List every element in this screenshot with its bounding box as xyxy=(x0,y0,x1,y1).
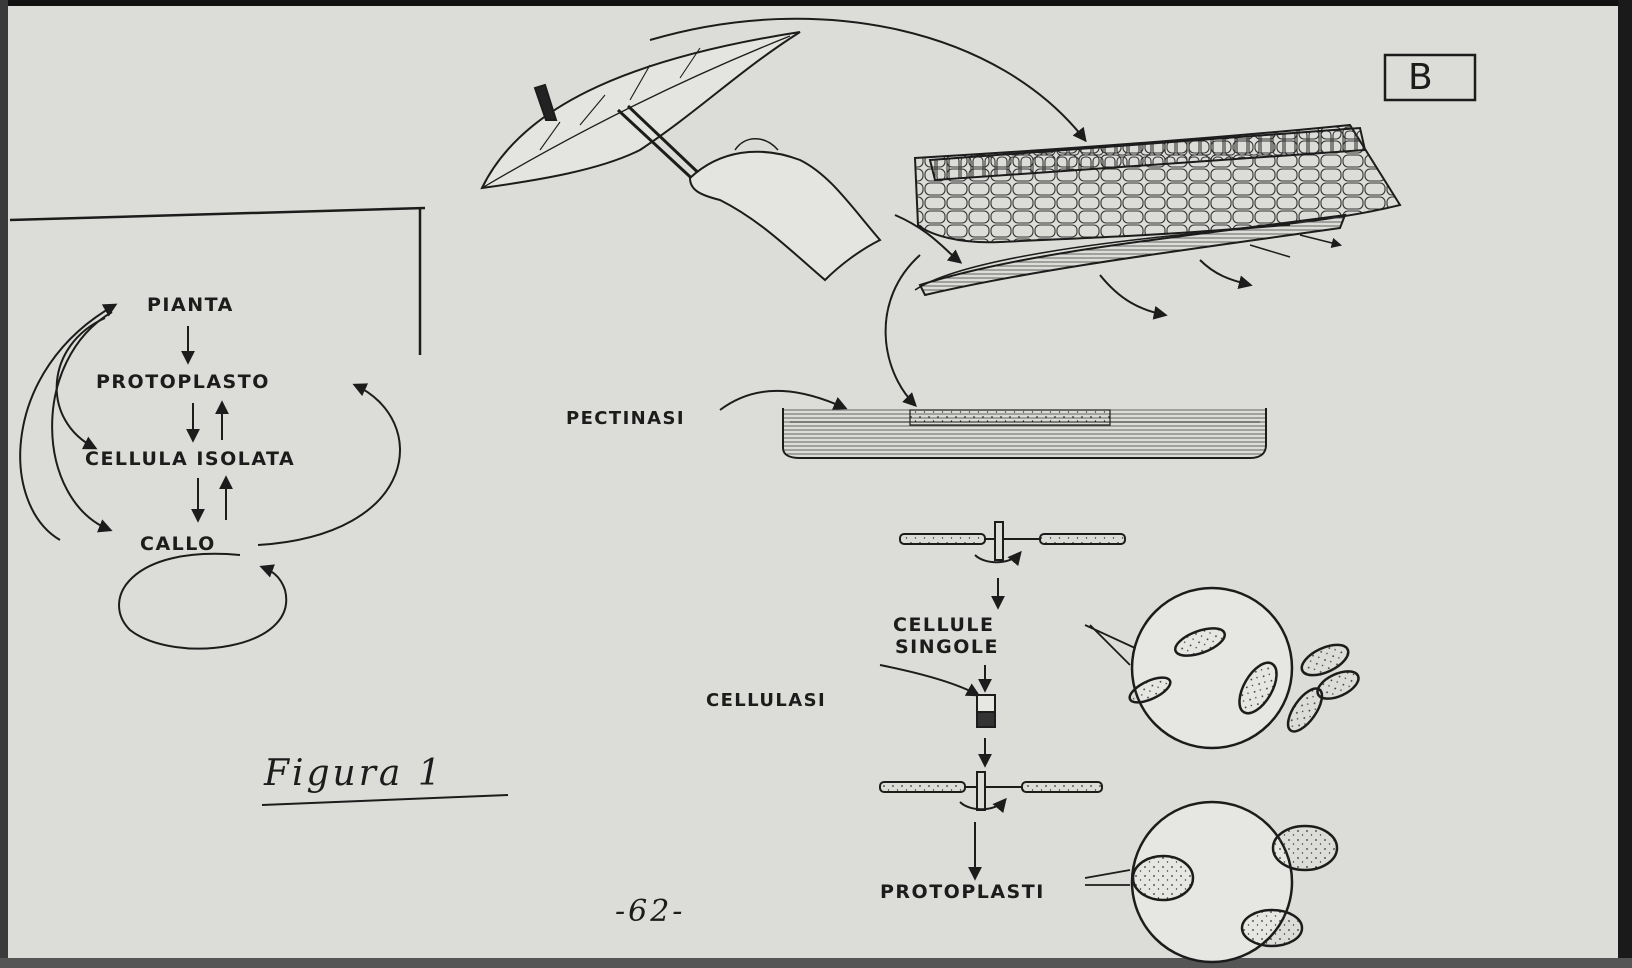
petri-dish xyxy=(783,408,1266,458)
test-tube xyxy=(977,695,995,727)
label-singole: SINGOLE xyxy=(895,638,999,657)
figure-caption: Figura 1 xyxy=(264,756,444,792)
label-protoplasti: PROTOPLASTI xyxy=(880,883,1045,902)
label-pianta: PIANTA xyxy=(147,296,234,315)
label-cellula-isolata: CELLULA ISOLATA xyxy=(85,450,295,469)
panel-label: B xyxy=(1408,60,1433,96)
label-protoplasto: PROTOPLASTO xyxy=(96,373,270,392)
label-cellulasi: CELLULASI xyxy=(706,692,826,710)
label-pectinasi: PECTINASI xyxy=(566,410,685,428)
label-callo: CALLO xyxy=(140,535,216,554)
page-number: -62- xyxy=(615,897,685,927)
label-cellule: CELLULE xyxy=(893,616,994,635)
